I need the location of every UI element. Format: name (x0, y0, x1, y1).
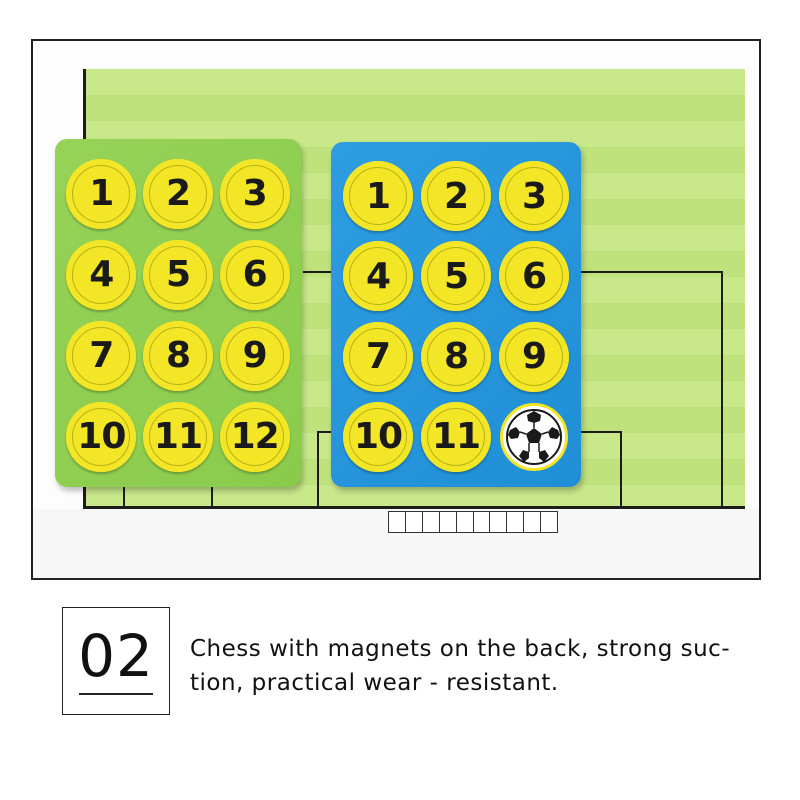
green-chip[interactable]: 4 (66, 239, 137, 310)
chip-number: 8 (443, 336, 469, 378)
chip-number: 5 (443, 255, 469, 297)
blue-chip[interactable]: 11 (421, 401, 491, 472)
caption-line-1: Chess with magnets on the back, strong s… (190, 636, 731, 662)
blue-chip[interactable]: 2 (421, 161, 491, 232)
chip-number: 4 (89, 254, 114, 295)
step-number-box: 02 (62, 607, 170, 715)
goal-net-strip (388, 511, 559, 535)
chip-number: 6 (242, 254, 268, 295)
chip-number: 11 (153, 416, 203, 457)
soccer-ball-chip[interactable] (500, 402, 568, 471)
blue-chip[interactable]: 3 (499, 161, 569, 232)
blue-team-magnet-card: 1 2 3 4 5 6 7 8 9 10 11 (331, 142, 581, 487)
step-number: 02 (78, 622, 154, 691)
green-chip[interactable]: 6 (219, 239, 290, 310)
product-photo: 1 2 3 4 5 6 7 8 9 10 11 12 1 2 3 4 5 6 7… (31, 39, 761, 580)
green-chip[interactable]: 9 (219, 320, 290, 391)
chip-number: 7 (89, 335, 114, 376)
green-chip[interactable]: 10 (66, 401, 137, 472)
chip-number: 12 (230, 416, 280, 457)
chip-number: 1 (365, 175, 391, 217)
green-chip[interactable]: 8 (142, 320, 213, 391)
goal-box-right-line (620, 431, 622, 508)
green-chip[interactable]: 7 (66, 320, 137, 391)
blue-chip[interactable]: 7 (343, 321, 413, 392)
chip-number: 4 (365, 255, 391, 297)
blue-chip-grid: 1 2 3 4 5 6 7 8 9 10 11 (339, 156, 573, 477)
blue-chip[interactable]: 9 (499, 321, 569, 392)
step-number-underline (79, 693, 153, 695)
blue-chip[interactable]: 4 (343, 241, 413, 312)
left-box-line-2 (211, 469, 213, 508)
green-chip[interactable]: 5 (142, 239, 213, 310)
chip-number: 10 (77, 416, 126, 457)
chip-number: 9 (242, 335, 268, 376)
green-chip[interactable]: 3 (219, 158, 290, 229)
chip-number: 2 (443, 175, 469, 217)
chip-number: 6 (521, 255, 547, 297)
chip-number: 1 (89, 173, 114, 214)
feature-caption: Chess with magnets on the back, strong s… (190, 632, 750, 700)
green-chip-grid: 1 2 3 4 5 6 7 8 9 10 11 12 (63, 153, 293, 477)
goal-box-left-line (317, 431, 319, 508)
green-chip[interactable]: 11 (142, 401, 213, 472)
green-chip[interactable]: 2 (142, 158, 213, 229)
blue-chip[interactable]: 8 (421, 321, 491, 392)
left-box-line (123, 469, 125, 508)
blue-chip[interactable]: 6 (499, 241, 569, 312)
chip-number: 2 (165, 173, 191, 214)
soccer-ball-icon (506, 408, 562, 465)
chip-number: 11 (431, 416, 481, 458)
penalty-box-right-line (721, 271, 723, 508)
chip-number: 5 (165, 254, 191, 295)
blue-chip[interactable]: 5 (421, 241, 491, 312)
green-chip[interactable]: 12 (219, 401, 290, 472)
blue-chip[interactable]: 1 (343, 161, 413, 232)
pitch-bottom-line (83, 506, 745, 509)
chip-number: 7 (365, 336, 391, 378)
green-chip[interactable]: 1 (66, 158, 137, 229)
chip-number: 10 (353, 416, 403, 458)
caption-line-2: tion, practical wear - resistant. (190, 670, 559, 696)
blue-chip[interactable]: 10 (343, 401, 413, 472)
green-team-magnet-card: 1 2 3 4 5 6 7 8 9 10 11 12 (55, 139, 301, 487)
chip-number: 3 (521, 175, 547, 217)
chip-number: 8 (165, 335, 191, 376)
chip-number: 9 (521, 336, 547, 378)
chip-number: 3 (242, 173, 268, 214)
